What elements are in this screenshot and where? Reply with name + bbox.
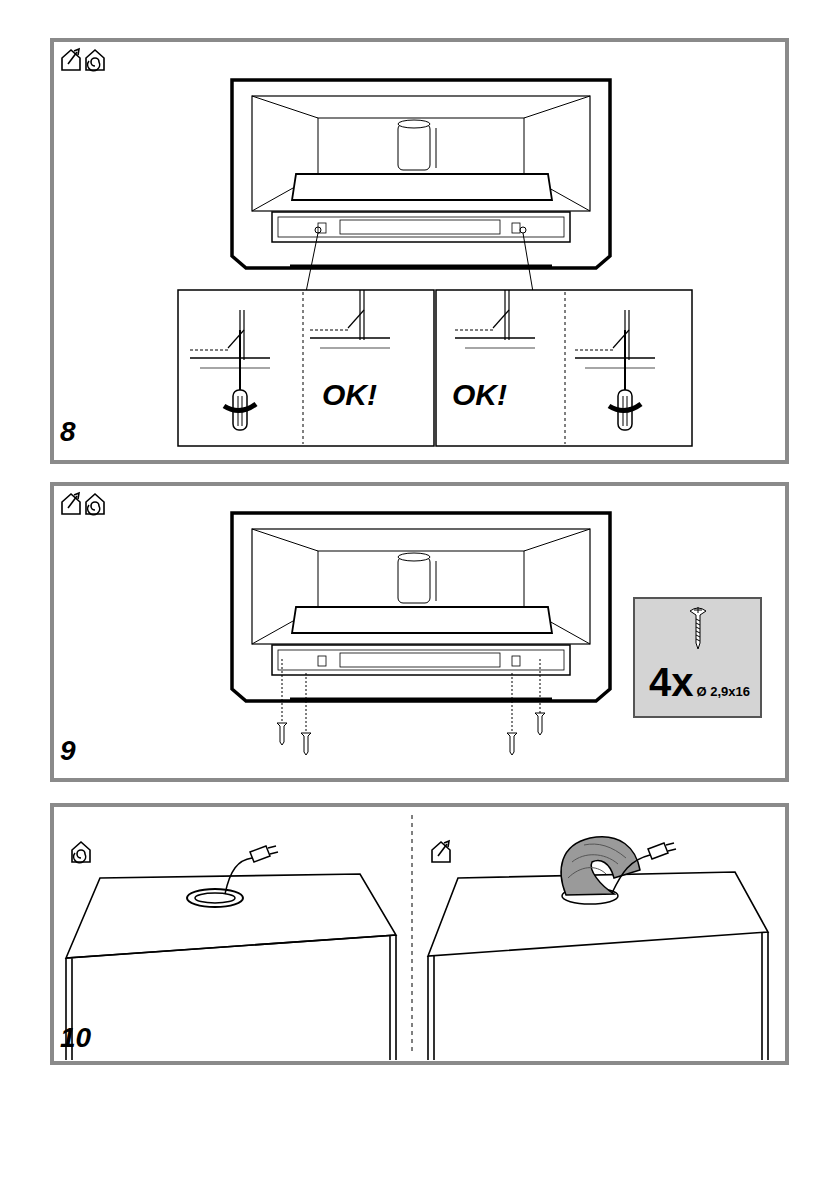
step-number: 8 — [60, 418, 76, 446]
screw-icon — [688, 607, 708, 651]
step-number: 9 — [60, 737, 76, 765]
cabinet-top — [66, 872, 768, 1060]
quantity: 4x — [649, 662, 694, 702]
step-number: 10 — [60, 1024, 91, 1052]
ok-mark: OK! — [452, 380, 507, 410]
screw-size: Ø 2,9x16 — [697, 685, 751, 698]
ok-mark: OK! — [322, 380, 377, 410]
screw-callout: 4xØ 2,9x16 — [633, 597, 762, 718]
